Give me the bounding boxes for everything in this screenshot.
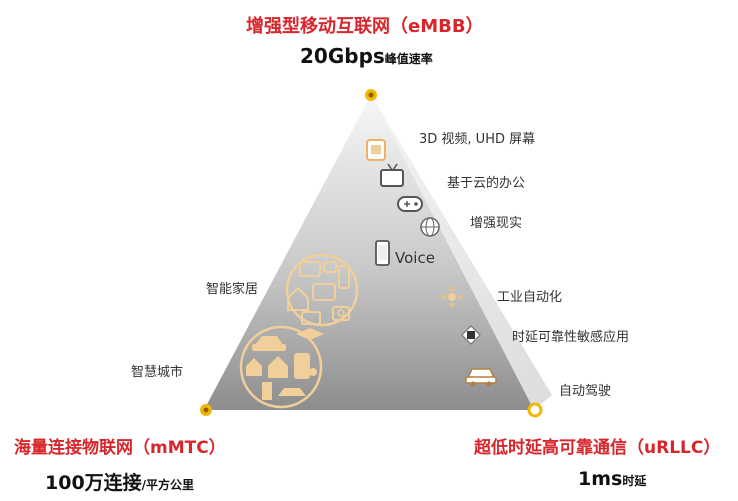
urllc-metric-group: 1ms时延	[578, 468, 646, 490]
mmtc-metric-group: 100万连接/平方公里	[45, 468, 194, 495]
mmtc-title: 海量连接物联网（mMTC）	[14, 438, 226, 458]
embb-title: 增强型移动互联网（eMBB）	[246, 16, 484, 37]
urllc-metric: 1ms	[578, 468, 623, 490]
urllc-metric-unit: 时延	[622, 474, 647, 488]
mmtc-metric-unit: /平方公里	[141, 478, 195, 492]
drone-icon	[441, 286, 463, 308]
vertex-top-marker	[365, 89, 377, 101]
chip-icon	[461, 325, 481, 345]
urllc-use-3: 自动驾驶	[559, 384, 612, 399]
vertex-right-marker	[527, 402, 543, 418]
phone-icon	[375, 240, 390, 266]
urllc-title: 超低时延高可靠通信（uRLLC）	[474, 438, 721, 458]
voice-label: Voice	[395, 249, 435, 267]
city-icon	[239, 325, 324, 409]
mmtc-use-2: 智慧城市	[131, 365, 184, 380]
pyramid-main-face	[204, 95, 534, 410]
embb-metric-unit: 峰值速率	[384, 52, 433, 66]
pyramid-side-face	[371, 95, 552, 410]
urllc-use-2: 时延可靠性敏感应用	[512, 330, 630, 345]
embb-use-2: 基于云的办公	[447, 176, 526, 191]
home-devices-icon	[285, 253, 359, 327]
urllc-use-1: 工业自动化	[497, 290, 563, 305]
embb-use-3: 增强现实	[470, 216, 523, 231]
mmtc-metric: 100万连接	[45, 472, 142, 494]
mmtc-use-1: 智能家居	[206, 282, 259, 297]
tv-icon	[380, 163, 404, 187]
vertex-left-marker	[200, 404, 212, 416]
embb-metric-group: 20Gbps峰值速率	[300, 44, 433, 68]
globe-icon	[420, 217, 440, 237]
car-icon	[465, 368, 497, 387]
embb-use-1: 3D 视频, UHD 屏幕	[419, 132, 536, 147]
gamepad-icon	[397, 196, 423, 212]
embb-metric: 20Gbps	[300, 44, 385, 68]
screen-icon	[366, 139, 386, 161]
